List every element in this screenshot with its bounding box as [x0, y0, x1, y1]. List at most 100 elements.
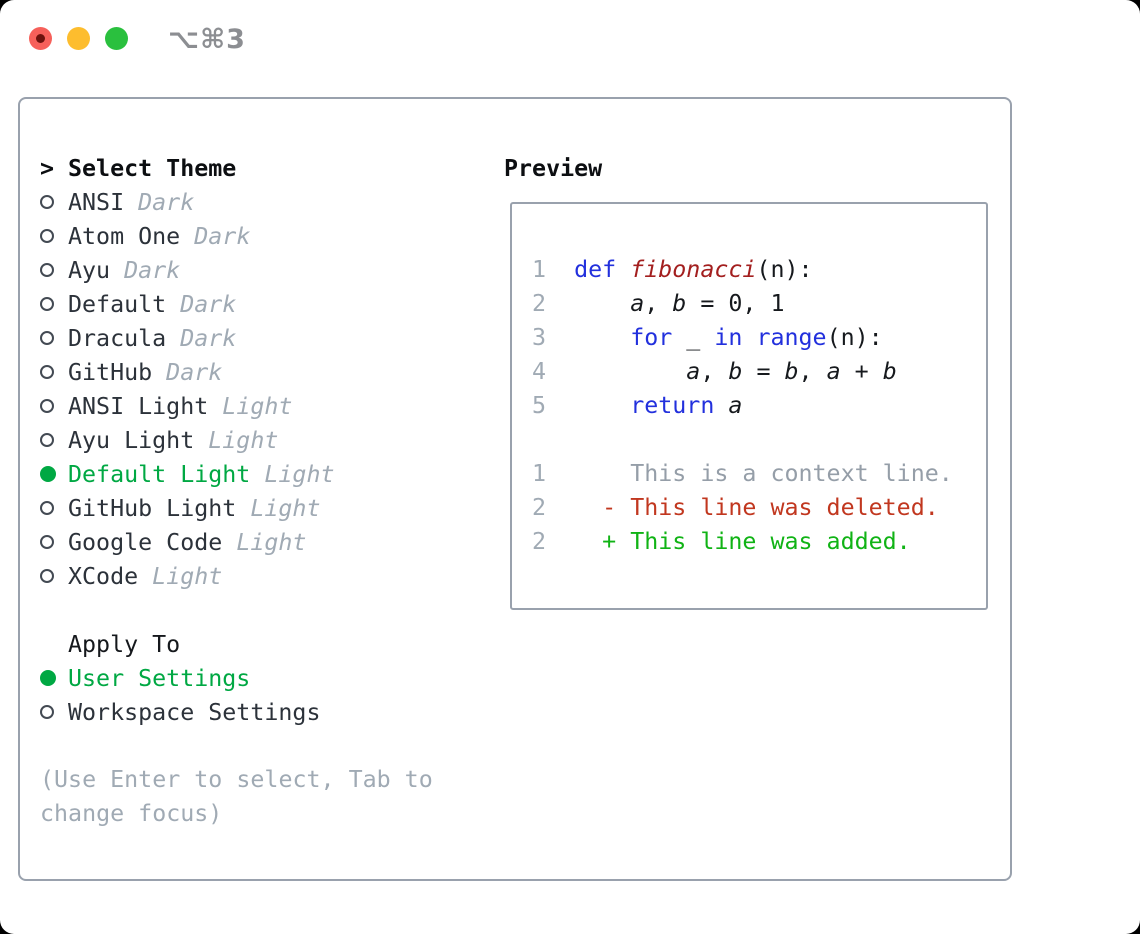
- theme-option[interactable]: ANSI Light Light: [40, 389, 490, 423]
- code-segment-plain: [574, 358, 686, 385]
- option-variant-label: Light: [222, 528, 307, 556]
- code-segment-plain: [574, 392, 630, 419]
- select-theme-label: Select Theme: [68, 154, 237, 182]
- traffic-lights: [29, 27, 128, 50]
- option-label: Atom One: [68, 222, 181, 250]
- theme-option[interactable]: XCode Light: [40, 559, 490, 593]
- radio-unselected-icon: [40, 569, 54, 583]
- code-segment-ln: 1: [532, 256, 575, 283]
- option-variant-label: Light: [236, 494, 321, 522]
- code-segment-plain: [574, 324, 630, 351]
- code-segment-add: + This line was added.: [602, 528, 911, 555]
- code-segment-ctx: This is a context line.: [630, 460, 953, 487]
- radio-unselected-icon: [40, 535, 54, 549]
- radio-unselected-icon: [40, 365, 54, 379]
- code-segment-var: b: [728, 358, 743, 385]
- option-label: Default Light: [68, 460, 251, 488]
- radio-unselected-icon: [40, 705, 54, 719]
- radio-unselected-icon: [40, 433, 54, 447]
- code-segment-ln: 4: [532, 358, 575, 385]
- code-segment-plain: [714, 392, 728, 419]
- preview-header: Preview: [504, 154, 603, 182]
- radio-selected-icon: [40, 466, 56, 482]
- code-segment-ln: 2: [532, 494, 547, 521]
- option-label: Default: [68, 290, 167, 318]
- code-segment-plain: [546, 494, 602, 521]
- apply-to-option[interactable]: User Settings: [40, 661, 490, 695]
- option-variant-label: Dark: [152, 358, 223, 386]
- code-segment-plain: = 0, 1: [686, 290, 785, 317]
- code-segment-kw: def: [574, 256, 631, 283]
- option-variant-label: Light: [250, 460, 335, 488]
- option-label: Workspace Settings: [68, 698, 321, 726]
- radio-unselected-icon: [40, 501, 54, 515]
- code-segment-kw: for: [630, 324, 673, 351]
- code-segment-plain: =: [742, 358, 785, 385]
- preview-column: Preview 1 def fibonacci(n):2 a, b = 0, 1…: [504, 151, 988, 610]
- spacer: [40, 729, 490, 763]
- spacer: [40, 593, 490, 627]
- preview-line: 5 return a: [532, 389, 986, 423]
- apply-to-option[interactable]: Workspace Settings: [40, 695, 490, 729]
- preview-line: 2 + This line was added.: [532, 525, 986, 559]
- zoom-button[interactable]: [105, 27, 128, 50]
- option-label: ANSI: [68, 188, 125, 216]
- option-label: User Settings: [68, 664, 251, 692]
- code-segment-var: a: [728, 392, 743, 419]
- preview-line: 3 for _ in range(n):: [532, 321, 986, 355]
- option-label: XCode: [68, 562, 139, 590]
- preview-line: 1 def fibonacci(n):: [532, 253, 986, 287]
- close-button[interactable]: [29, 27, 52, 50]
- help-text-line: (Use Enter to select, Tab to: [40, 766, 433, 793]
- theme-option[interactable]: GitHub Light Light: [40, 491, 490, 525]
- theme-option[interactable]: Default Light Light: [40, 457, 490, 491]
- code-segment-plain: ,: [644, 290, 673, 317]
- code-segment-var: b: [882, 358, 897, 385]
- titlebar: ⌥⌘3: [0, 0, 1140, 76]
- theme-option[interactable]: Ayu Dark: [40, 253, 490, 287]
- theme-option[interactable]: GitHub Dark: [40, 355, 490, 389]
- radio-unselected-icon: [40, 331, 54, 345]
- code-segment-ln: 2: [532, 528, 547, 555]
- code-segment-fn: fibonacci: [630, 256, 757, 283]
- code-segment-plain: (n):: [826, 324, 883, 351]
- preview-line: 2 a, b = 0, 1: [532, 287, 986, 321]
- option-label: Dracula: [68, 324, 167, 352]
- preview-line: [532, 423, 986, 457]
- apply-to-label: Apply To: [68, 630, 181, 658]
- code-segment-kw: return: [630, 392, 715, 419]
- option-variant-label: Dark: [110, 256, 181, 284]
- option-label: Ayu: [68, 256, 111, 284]
- code-segment-plain: ,: [798, 358, 827, 385]
- code-segment-var: b: [672, 290, 687, 317]
- code-segment-plain: [546, 460, 630, 487]
- code-segment-plain: [574, 290, 630, 317]
- option-label: Ayu Light: [68, 426, 195, 454]
- code-segment-ln: 5: [532, 392, 575, 419]
- theme-option[interactable]: Google Code Light: [40, 525, 490, 559]
- theme-option[interactable]: ANSI Dark: [40, 185, 490, 219]
- help-text-line: change focus): [40, 800, 223, 827]
- code-segment-plain: [546, 528, 602, 555]
- option-variant-label: Light: [138, 562, 223, 590]
- radio-unselected-icon: [40, 399, 54, 413]
- minimize-button[interactable]: [67, 27, 90, 50]
- code-segment-plain: ,: [700, 358, 729, 385]
- code-segment-plain: _: [672, 324, 715, 351]
- theme-option[interactable]: Dracula Dark: [40, 321, 490, 355]
- theme-option[interactable]: Default Dark: [40, 287, 490, 321]
- option-label: GitHub: [68, 358, 153, 386]
- code-segment-del: - This line was deleted.: [602, 494, 939, 521]
- radio-unselected-icon: [40, 263, 54, 277]
- theme-option[interactable]: Ayu Light Light: [40, 423, 490, 457]
- option-variant-label: Dark: [166, 290, 237, 318]
- option-label: Google Code: [68, 528, 223, 556]
- theme-option[interactable]: Atom One Dark: [40, 219, 490, 253]
